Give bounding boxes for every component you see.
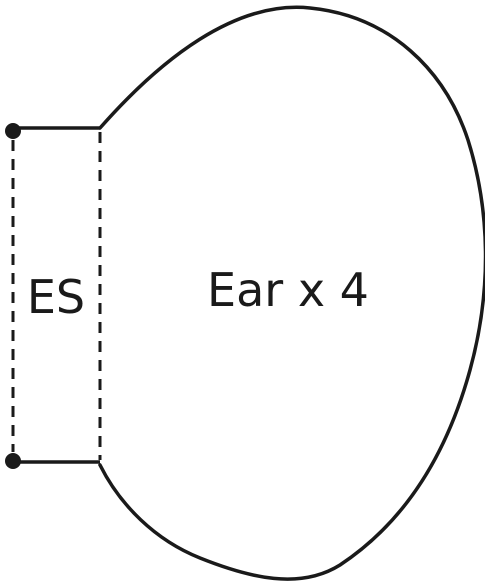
ear-outline <box>98 5 485 581</box>
top-left-dot <box>5 123 21 139</box>
ear-label: Ear x 4 <box>207 263 369 317</box>
es-label: ES <box>27 270 85 324</box>
bottom-left-dot <box>5 453 21 469</box>
